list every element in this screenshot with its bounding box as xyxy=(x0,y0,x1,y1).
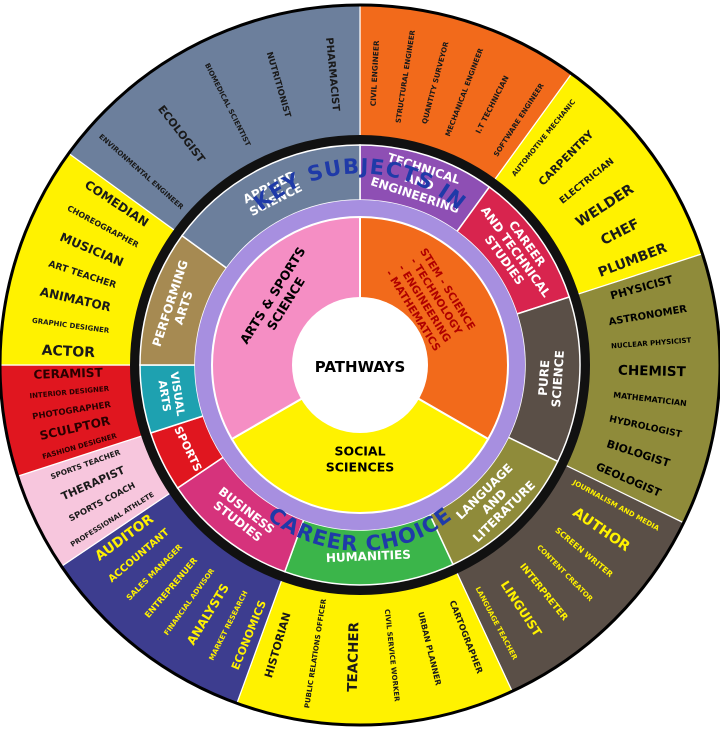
center-circle xyxy=(292,297,428,433)
career-label: CIVIL ENGINEER xyxy=(369,40,381,107)
core-ring: STEM - SCIENCE- TECHNOLOGY- ENGINEERING-… xyxy=(211,215,509,514)
field-label-group: HUMANITIES xyxy=(326,547,412,565)
field-label-line: HUMANITIES xyxy=(326,547,412,565)
career-ring-border xyxy=(130,135,590,595)
career-label: ACTOR xyxy=(41,343,95,361)
core-label-line: SOCIAL xyxy=(334,444,385,459)
core-sector-social xyxy=(230,363,490,514)
field-label-line: SCIENCE xyxy=(549,350,567,408)
career-label: CERAMIST xyxy=(33,366,103,382)
career-label: CHEMIST xyxy=(618,363,687,381)
field-label-line: PURE xyxy=(536,359,552,396)
field-label-line: ARTS xyxy=(156,379,174,413)
core-label-line: SCIENCES xyxy=(326,459,395,474)
outer-rim xyxy=(0,3,720,727)
center-label: PATHWAYS xyxy=(315,358,406,376)
career-label: TEACHER xyxy=(345,621,363,692)
